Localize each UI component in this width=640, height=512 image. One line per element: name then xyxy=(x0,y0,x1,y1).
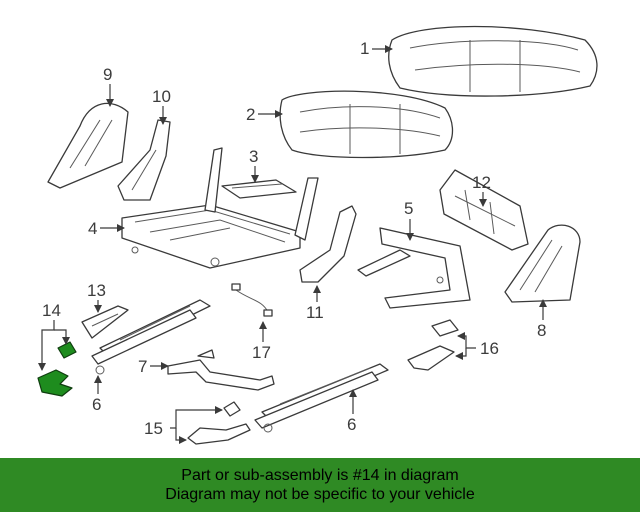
part-8-side-cover xyxy=(504,224,581,303)
callout-6-right: 6 xyxy=(347,415,356,434)
callout-14: 14 xyxy=(42,301,61,320)
part-9-side-panel xyxy=(47,102,129,189)
callout-9: 9 xyxy=(103,65,112,84)
callout-16: 16 xyxy=(480,339,499,358)
callout-8: 8 xyxy=(537,321,546,340)
part-15-latch-handles xyxy=(187,401,251,445)
seat-parts-diagram: 1 2 3 4 5 6 xyxy=(37,25,598,445)
part-12-back-frame xyxy=(439,169,529,251)
callout-7: 7 xyxy=(138,357,147,376)
part-4-seat-frame xyxy=(121,147,319,269)
part-2-cushion-cover xyxy=(279,90,454,159)
part-16-track-covers xyxy=(407,319,459,371)
part-7-adjuster-rod xyxy=(167,349,275,391)
part-17-wire-harness xyxy=(231,283,273,317)
callout-11: 11 xyxy=(306,303,324,322)
part-3-plate xyxy=(221,179,297,199)
notice-line-1: Part or sub-assembly is #14 in diagram xyxy=(181,467,459,484)
callout-5: 5 xyxy=(404,199,413,218)
callout-1: 1 xyxy=(360,39,369,58)
part-5-bracket xyxy=(357,227,471,309)
callout-3: 3 xyxy=(249,147,258,166)
callout-13: 13 xyxy=(87,281,106,300)
callout-12: 12 xyxy=(472,173,491,192)
notice-banner: Part or sub-assembly is #14 in diagram D… xyxy=(0,458,640,512)
callout-4: 4 xyxy=(88,219,97,238)
callout-10: 10 xyxy=(152,87,171,106)
part-1-seat-cushion-pad xyxy=(388,25,598,97)
part-10-trim-panel xyxy=(117,119,171,201)
callout-15: 15 xyxy=(144,419,163,438)
notice-line-2: Diagram may not be specific to your vehi… xyxy=(165,486,475,503)
part-11-bracket xyxy=(299,205,357,283)
part-6-left-seat-track xyxy=(91,299,211,375)
part-13-switch-trim xyxy=(81,305,129,339)
callout-17: 17 xyxy=(252,343,271,362)
callout-6-left: 6 xyxy=(92,395,101,414)
part-14-highlighted-covers xyxy=(37,341,77,397)
part-6-right-seat-track xyxy=(254,363,389,433)
callout-2: 2 xyxy=(246,105,255,124)
